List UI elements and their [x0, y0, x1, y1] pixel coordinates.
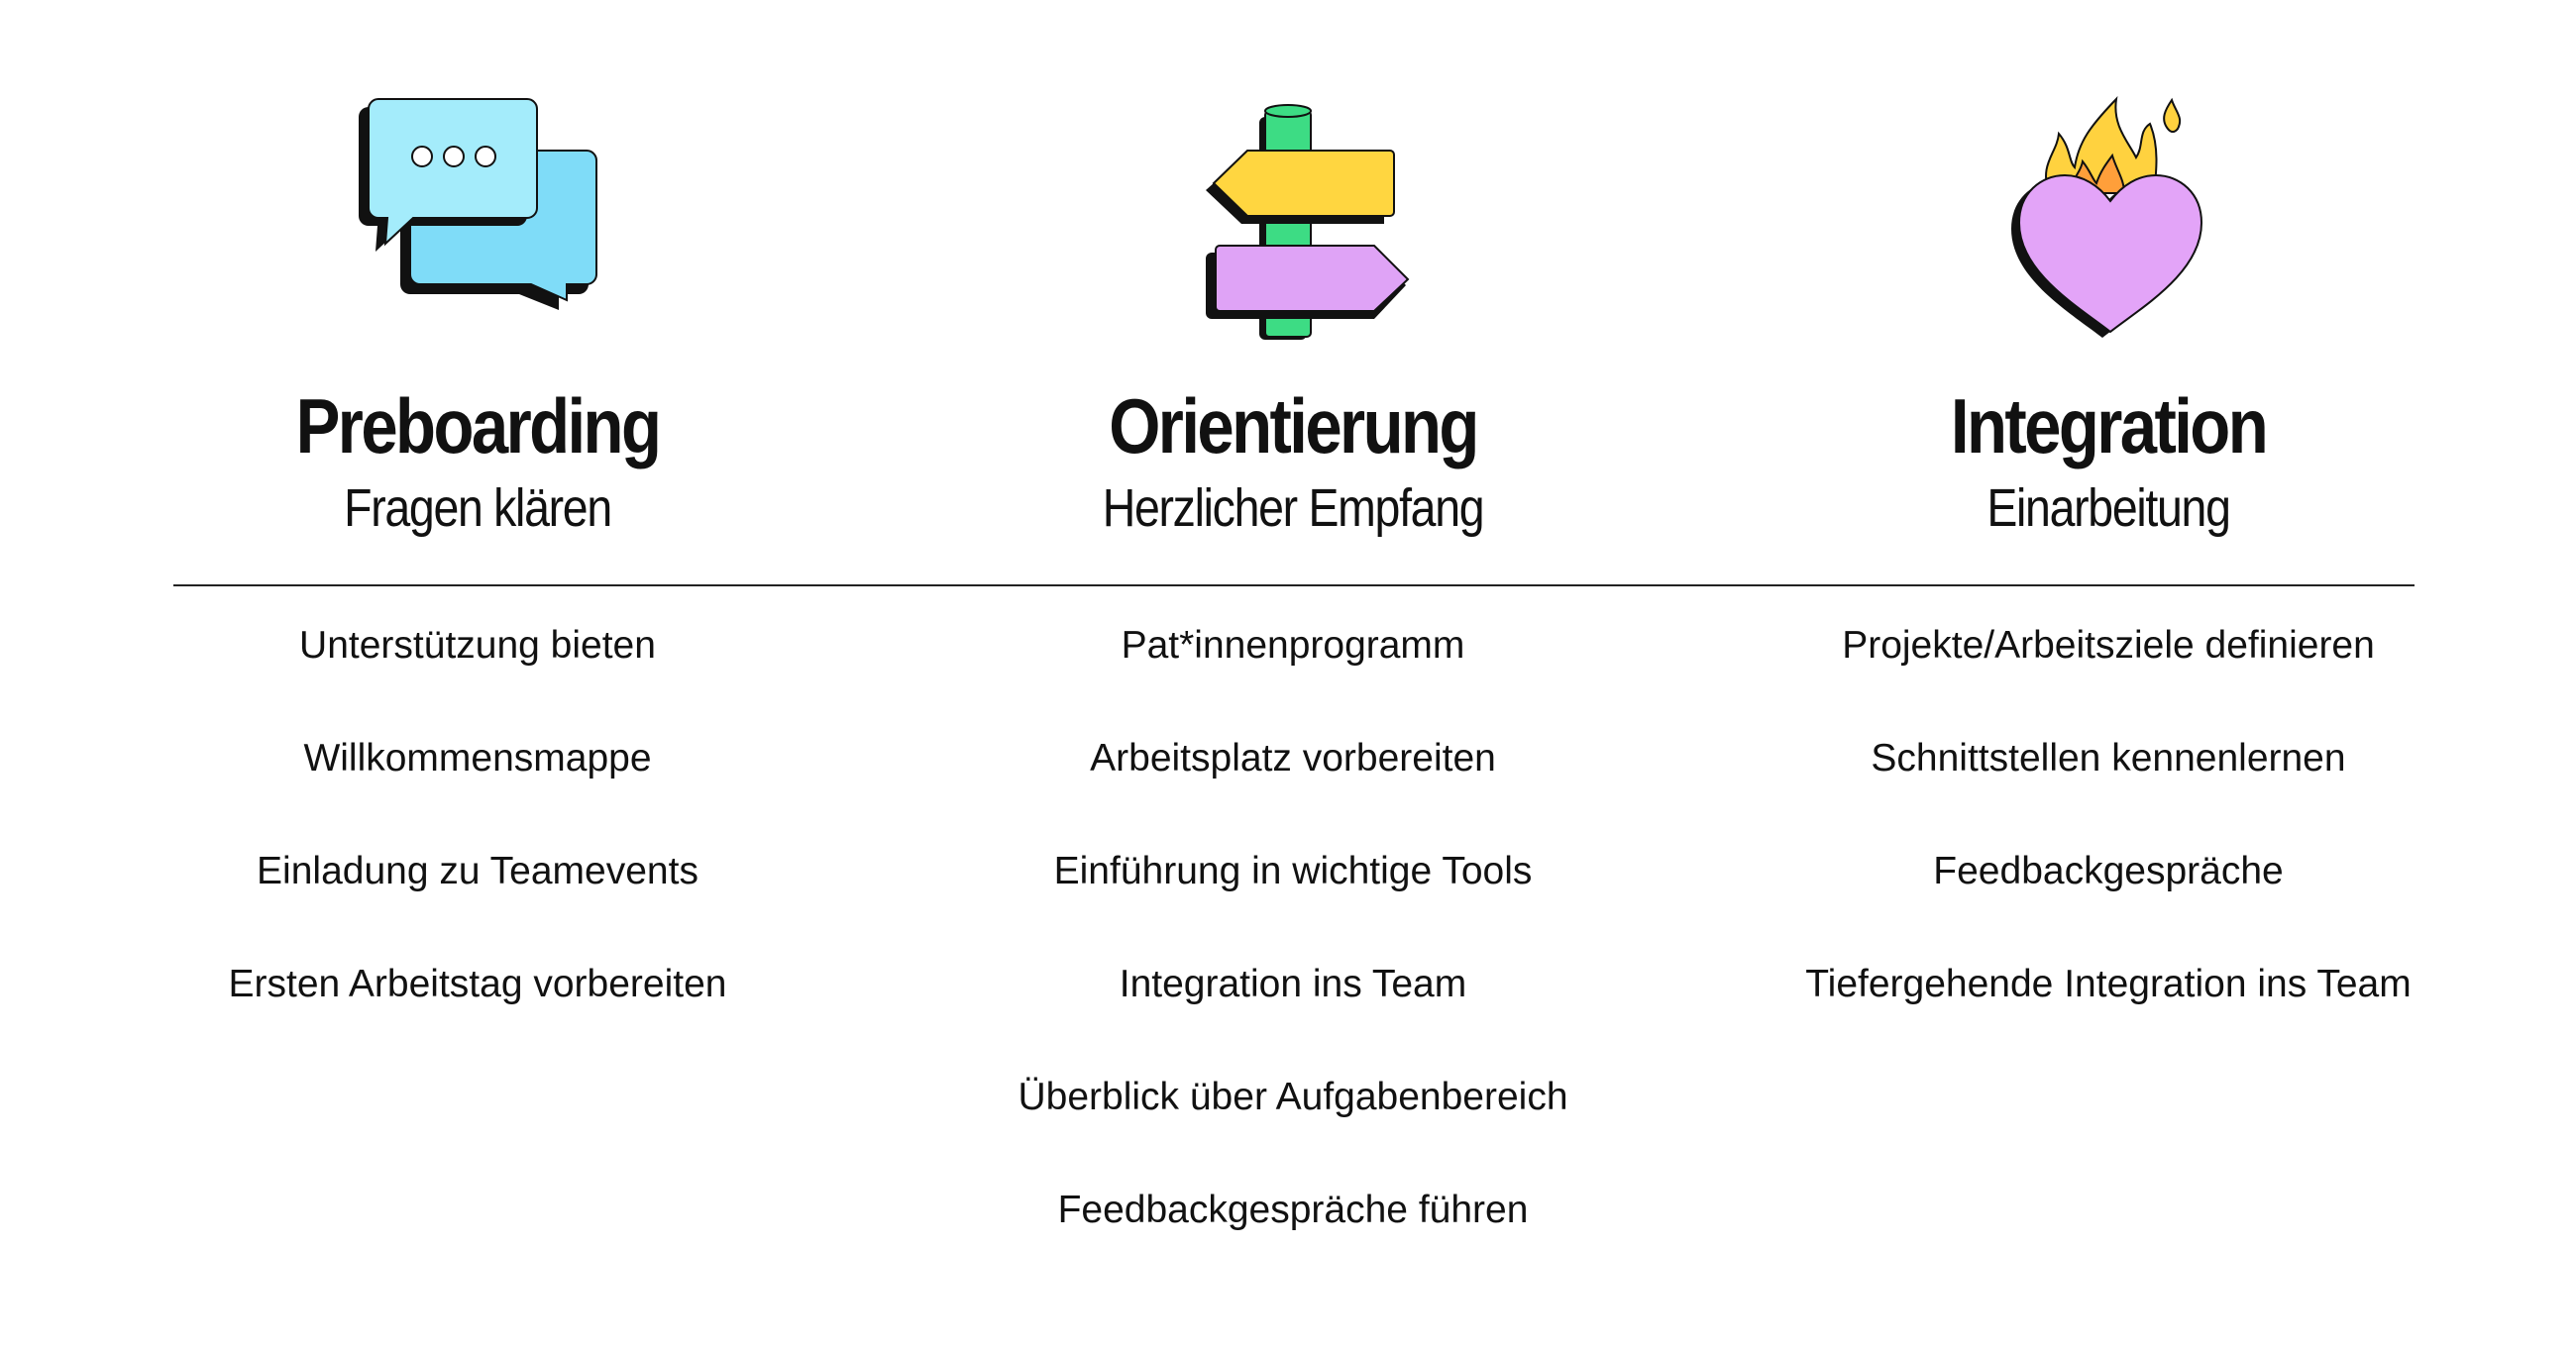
list-item: Einladung zu Teamevents [257, 850, 698, 892]
list-item: Unterstützung bieten [299, 624, 656, 667]
list-item: Tiefergehende Integration ins Team [1805, 963, 2412, 1005]
list-item: Projekte/Arbeitsziele definieren [1842, 624, 2375, 667]
list-item: Integration ins Team [1119, 963, 1467, 1005]
list-item: Feedbackgespräche führen [1057, 1189, 1529, 1231]
column-subtitle: Fragen klären [344, 478, 612, 538]
horizontal-divider [173, 584, 2415, 586]
list-item: Feedbackgespräche [1933, 850, 2284, 892]
list-item: Schnittstellen kennenlernen [1871, 737, 2346, 780]
column-subtitle: Herzlicher Empfang [1102, 478, 1485, 538]
list-item: Einführung in wichtige Tools [1053, 850, 1533, 892]
column-title: Integration [1950, 382, 2269, 469]
list-item: Pat*innenprogramm [1121, 624, 1465, 667]
burning-heart-icon [1702, 84, 2515, 352]
column-title: Preboarding [295, 382, 662, 469]
list-item: Überblick über Aufgabenbereich [1018, 1076, 1568, 1118]
item-list: Unterstützung bieten Willkommensmappe Ei… [71, 621, 884, 1073]
column-subtitle: Einarbeitung [1986, 478, 2231, 538]
list-item: Ersten Arbeitstag vorbereiten [228, 963, 727, 1005]
speech-bubbles-icon [71, 84, 884, 352]
signpost-icon [887, 84, 1699, 352]
item-list: Projekte/Arbeitsziele definieren Schnitt… [1702, 621, 2515, 1073]
list-item: Arbeitsplatz vorbereiten [1090, 737, 1496, 780]
column-title: Orientierung [1109, 382, 1479, 469]
list-item: Willkommensmappe [303, 737, 652, 780]
item-list: Pat*innenprogramm Arbeitsplatz vorbereit… [887, 621, 1699, 1299]
